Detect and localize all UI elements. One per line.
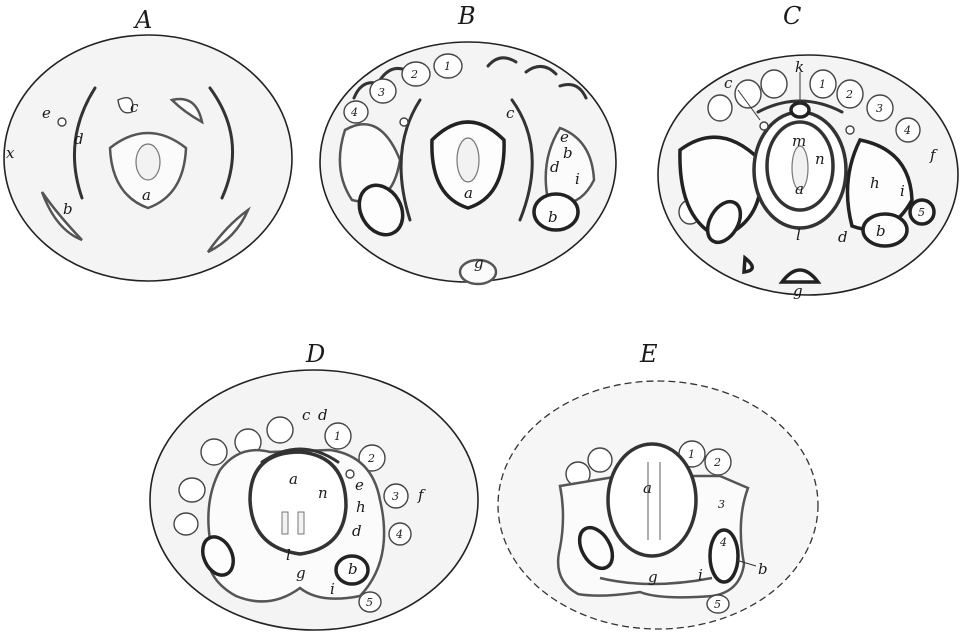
panel-d-label-i: i <box>330 580 335 598</box>
panel-c-label-n: n <box>815 150 825 168</box>
panel-b-label-i: i <box>575 170 580 188</box>
panel-b-label-g: g <box>474 254 484 272</box>
panel-b-label-c: c <box>506 104 515 122</box>
panel-d-petal-l0 <box>267 417 293 443</box>
panel-d-num-3: 3 <box>392 490 399 503</box>
panel-b-label-d: d <box>550 158 560 176</box>
panel-c-num-3: 3 <box>876 102 883 115</box>
panel-d-label-g: g <box>296 564 306 582</box>
panel-d-cavity-2 <box>298 512 304 534</box>
panel-c-title: C <box>783 2 801 30</box>
panel-e-label-a: a <box>643 479 652 497</box>
panel-d-num-5: 5 <box>366 596 373 609</box>
panel-d-num-4: 4 <box>395 528 403 541</box>
panel-b-ovary-cavity <box>457 138 479 182</box>
panel-a-label-e: e <box>42 104 51 122</box>
panel-a-title: A <box>133 6 152 34</box>
panel-d: D c d a n e h d f l g i b 1 2 <box>150 340 478 630</box>
panel-c-num-2: 2 <box>845 88 853 101</box>
panel-a: A a b c d e x <box>4 6 292 281</box>
panel-a-label-x: x <box>6 144 15 162</box>
panel-d-petal-l3 <box>179 478 205 502</box>
panel-d-label-b: b <box>348 560 358 578</box>
panel-d-label-c: c <box>302 406 311 424</box>
panel-e-num-3: 3 <box>718 498 725 511</box>
panel-d-label-e: e <box>355 476 364 494</box>
panel-e-num-2: 2 <box>713 456 721 469</box>
panel-c-right-dot <box>846 126 854 134</box>
panel-e-ovary <box>608 444 696 556</box>
panel-c-label-a: a <box>795 180 804 198</box>
panel-c-label-g: g <box>793 282 803 300</box>
panel-c-label-b: b <box>876 222 886 240</box>
panel-b-label-b: b <box>548 208 558 226</box>
panel-d-label-h: h <box>356 498 366 516</box>
panel-a-label-d: d <box>74 130 84 148</box>
panel-b-label-b-prime: b <box>563 144 573 162</box>
panel-e-label-i: i <box>698 566 703 584</box>
panel-d-label-a: a <box>289 470 298 488</box>
panel-e-num-5: 5 <box>714 598 721 611</box>
panel-e-petal-l1 <box>588 448 612 472</box>
panel-c-num-1: 1 <box>819 78 826 91</box>
panel-e-title: E <box>639 340 658 368</box>
panel-c-label-h: h <box>870 174 880 192</box>
panel-e-num-4: 4 <box>719 536 727 549</box>
panel-c: C k c m n a h i f l <box>658 2 958 300</box>
panel-c-label-k: k <box>795 58 804 76</box>
panel-d-num-1: 1 <box>334 430 341 443</box>
panel-b-label-a: a <box>464 184 473 202</box>
panel-a-label-b: b <box>63 200 73 218</box>
panel-c-petal-b <box>761 70 787 98</box>
panel-a-ovary-cavity <box>136 144 160 180</box>
panel-d-label-n: n <box>318 484 328 502</box>
panel-e-label-g: g <box>648 568 658 586</box>
panel-b: B 1 2 3 4 a b c d e b i g <box>320 2 616 284</box>
panel-c-label-l: l <box>796 226 801 244</box>
panel-b-left-dot <box>400 118 408 126</box>
panel-b-num-1: 1 <box>444 60 451 73</box>
panel-b-num-3: 3 <box>378 86 385 99</box>
panel-d-right-dot <box>346 470 354 478</box>
panel-c-label-m: m <box>792 132 806 150</box>
panel-d-ovary <box>250 452 346 554</box>
panel-b-title: B <box>457 2 476 30</box>
panel-d-petal-l4 <box>174 513 198 535</box>
panel-c-top-node <box>791 103 809 117</box>
panel-b-num-4: 4 <box>350 106 358 119</box>
panel-c-petal-c <box>708 95 732 121</box>
panel-d-title: D <box>305 340 325 368</box>
panel-d-petal-l2 <box>201 439 227 465</box>
panel-c-num-5: 5 <box>918 206 925 219</box>
panel-c-label-i: i <box>900 182 905 200</box>
panel-a-label-c: c <box>130 98 139 116</box>
panel-e: E a g i b 1 2 3 4 5 <box>498 340 818 629</box>
panel-d-label-d-top: d <box>318 406 328 424</box>
panel-c-label-c: c <box>724 74 733 92</box>
panel-a-label-a: a <box>142 186 151 204</box>
panel-e-num-1: 1 <box>688 448 695 461</box>
panel-c-num-4: 4 <box>903 124 911 137</box>
panel-d-cavity-1 <box>282 512 288 534</box>
panel-b-num-2: 2 <box>410 68 418 81</box>
panel-d-label-l: l <box>286 546 291 564</box>
panel-c-left-dot <box>760 122 768 130</box>
panel-d-num-2: 2 <box>367 452 375 465</box>
panel-c-label-d: d <box>838 228 848 246</box>
panel-d-label-d: d <box>352 522 362 540</box>
panel-a-dot <box>58 118 66 126</box>
panel-e-label-b: b <box>758 560 768 578</box>
